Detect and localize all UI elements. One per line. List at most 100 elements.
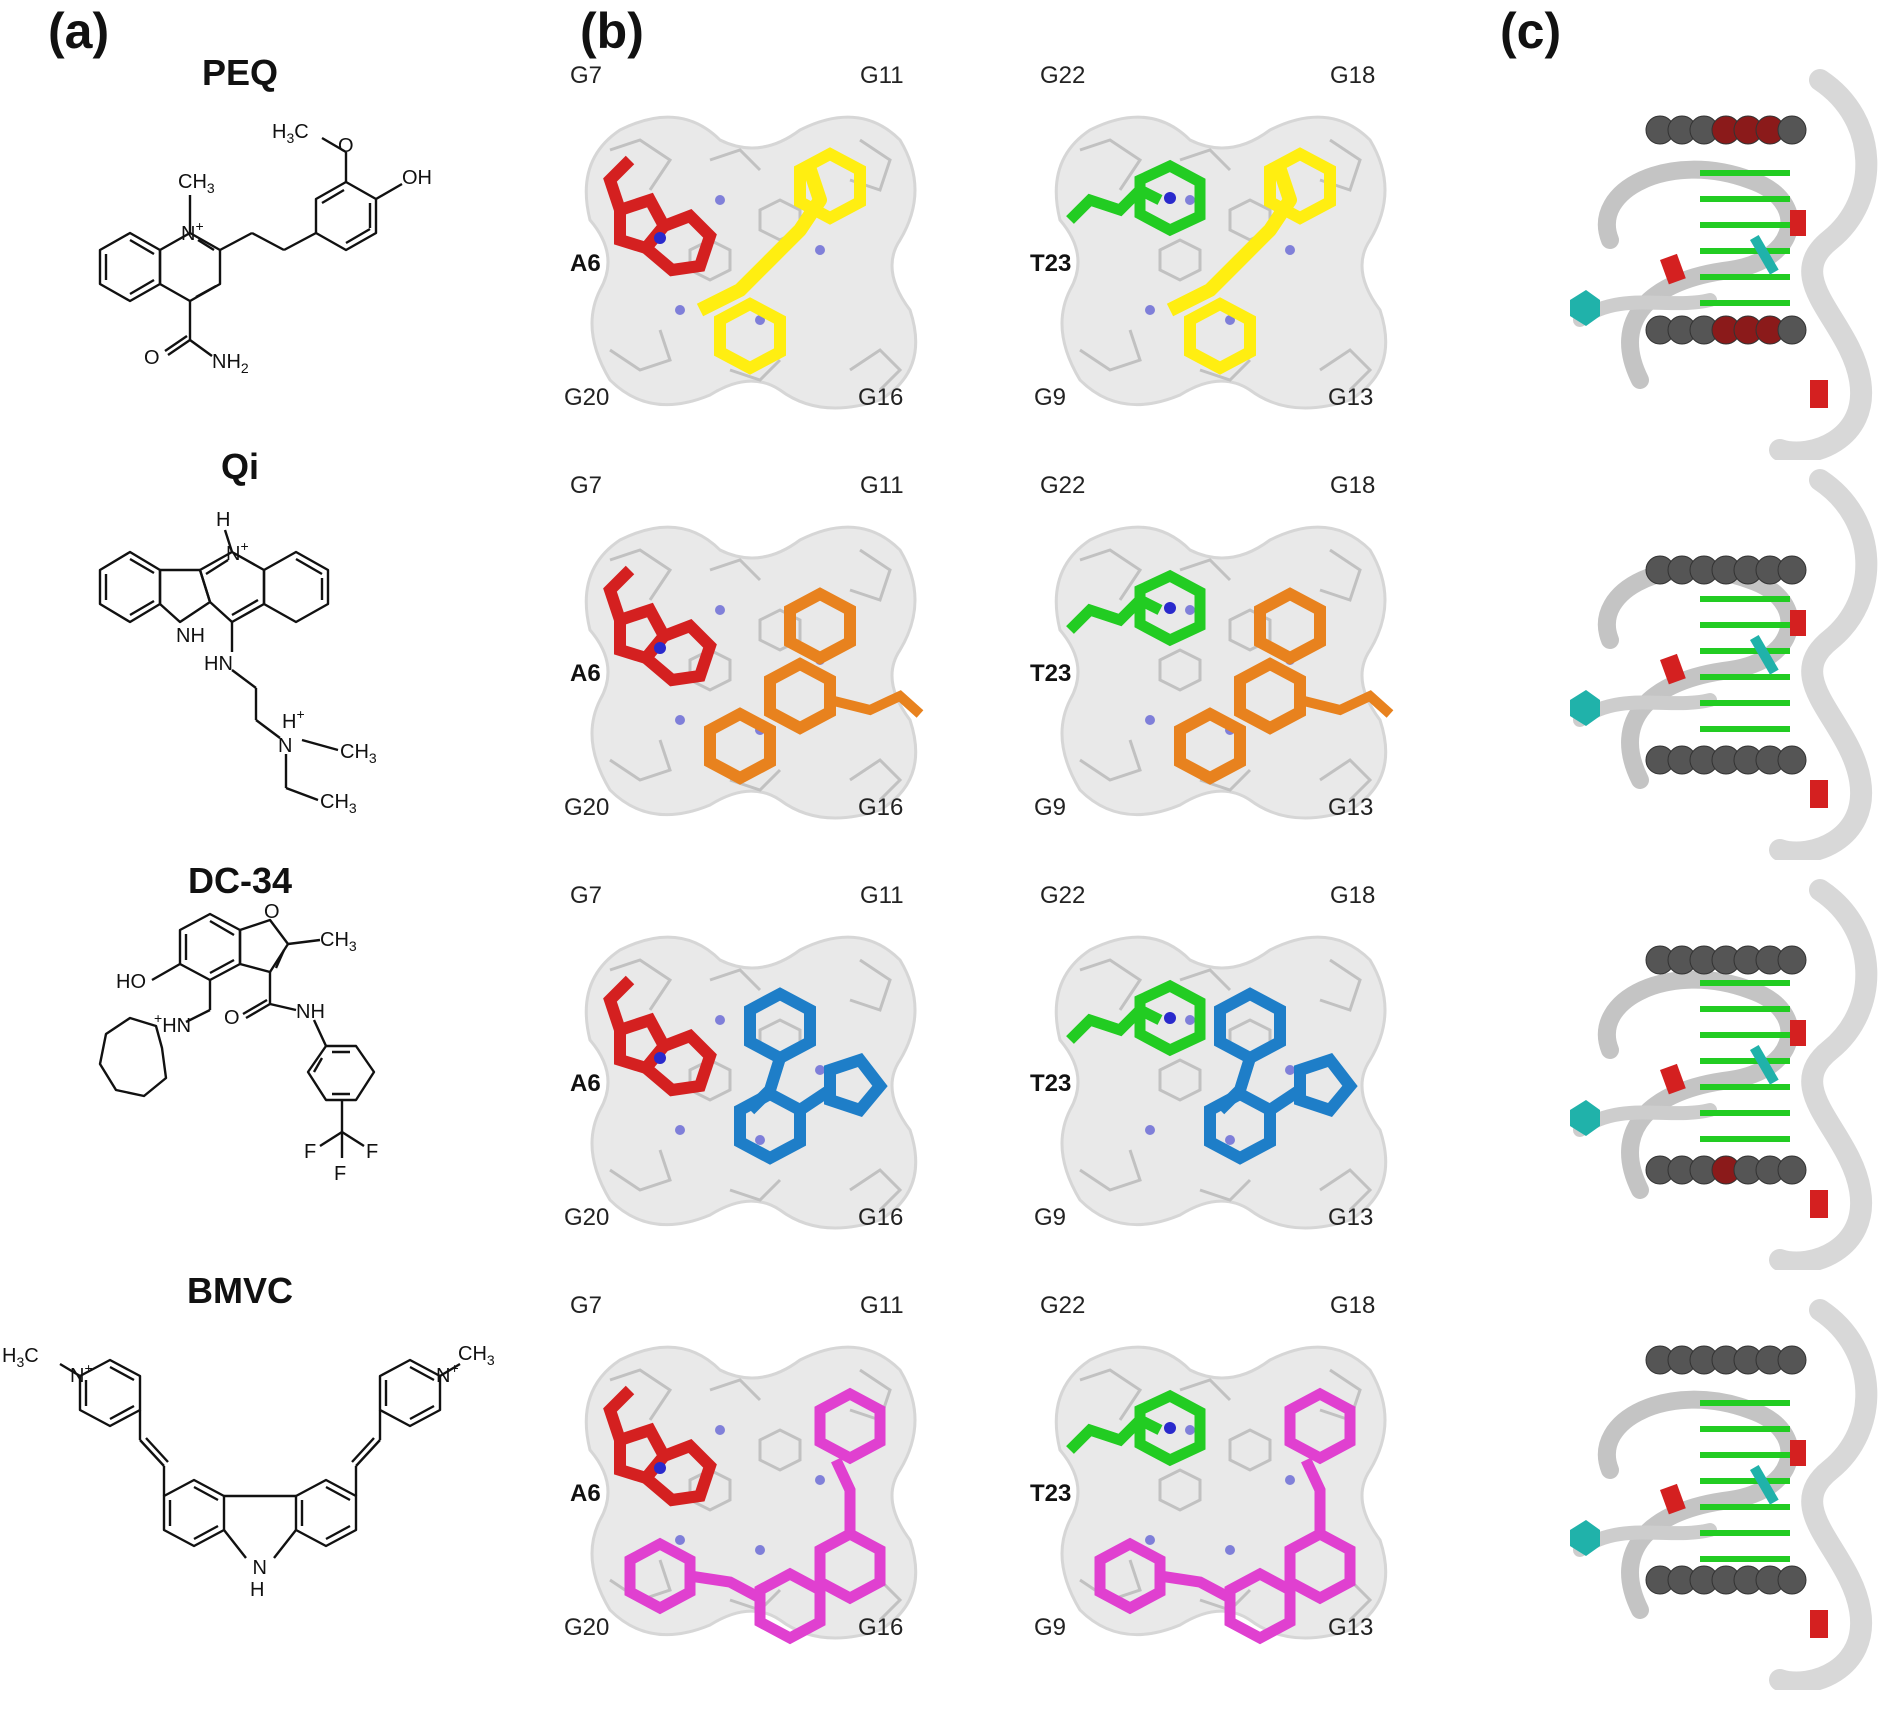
- site-label-tl: G22: [1040, 882, 1086, 909]
- qi-ch3-1: CH3: [340, 741, 377, 766]
- site-label-br: G13: [1328, 1204, 1374, 1231]
- site-label-tl: G22: [1040, 1292, 1086, 1319]
- molecule-name-dc34: DC-34: [187, 860, 293, 901]
- site-label-bl: G9: [1034, 384, 1067, 411]
- tetrad-stick-model: [1030, 500, 1410, 830]
- site-label-bl: G9: [1034, 794, 1067, 821]
- nucleotide-label: T23: [1030, 660, 1072, 687]
- dc34-fluorine-3: F: [334, 1163, 346, 1185]
- site-label-bl: G20: [564, 1204, 610, 1231]
- tetrad-stick-model: [1030, 90, 1410, 420]
- site-label-bl: G9: [1034, 1614, 1067, 1641]
- molecule-name-bmvc: BMVC: [187, 1270, 293, 1311]
- nucleotide-label: T23: [1030, 1480, 1072, 1507]
- qi-n-diethyl: N: [278, 735, 292, 757]
- dc34-fluorine-2: F: [366, 1141, 378, 1163]
- site-label-tr: G18: [1330, 1292, 1376, 1319]
- site-label-tl: G7: [570, 62, 603, 89]
- panel-label-a: (a): [48, 3, 110, 59]
- tetrad-stick-model: [1030, 1320, 1410, 1650]
- tetrad-stick-model: [560, 1320, 940, 1650]
- site-label-br: G13: [1328, 1614, 1374, 1641]
- bmvc-h3c: H3C: [2, 1345, 39, 1370]
- helix-model-row4: [1550, 1290, 1880, 1690]
- site-label-br: G16: [858, 1614, 904, 1641]
- helix-model-row2: [1550, 460, 1880, 860]
- site-label-bl: G9: [1034, 1204, 1067, 1231]
- qi-h: H: [216, 509, 230, 531]
- nucleotide-label: T23: [1030, 250, 1072, 277]
- site-label-bl: G20: [564, 794, 610, 821]
- peq-n-methyl: CH3: [178, 171, 215, 196]
- peq-methoxy-methyl: H3C: [272, 121, 309, 146]
- bmvc-ch3: CH3: [458, 1343, 495, 1368]
- panel-label-b: (b): [580, 3, 644, 59]
- dc34-ch3: CH3: [320, 929, 357, 954]
- peq-n-plus: N+: [181, 218, 204, 245]
- dc34-furan-o: O: [264, 901, 280, 923]
- structure-qi: H N+ NH HN H+ N CH3 CH3: [70, 490, 440, 830]
- site-label-tr: G11: [860, 1292, 904, 1319]
- site-label-br: G13: [1328, 384, 1374, 411]
- nucleotide-label: A6: [570, 1480, 601, 1507]
- dc34-fluorine-1: F: [304, 1141, 316, 1163]
- site-label-bl: G20: [564, 384, 610, 411]
- site-label-tl: G7: [570, 882, 603, 909]
- site-label-tr: G18: [1330, 62, 1376, 89]
- site-label-tl: G7: [570, 472, 603, 499]
- dc34-carbonyl-o: O: [224, 1007, 240, 1029]
- site-label-tr: G18: [1330, 882, 1376, 909]
- site-label-bl: G20: [564, 1614, 610, 1641]
- qi-indole-nh: NH: [176, 625, 205, 647]
- nucleotide-label: A6: [570, 250, 601, 277]
- structure-dc34-drawing: O CH3 HO +HN O NH F F F: [98, 901, 378, 1185]
- panel-label-c: (c): [1500, 3, 1562, 59]
- structure-dc34: O CH3 HO +HN O NH F F F: [70, 900, 440, 1250]
- peq-methoxy-o: O: [338, 135, 354, 157]
- site-label-tl: G7: [570, 1292, 603, 1319]
- dc34-hydroxyl: HO: [116, 971, 146, 993]
- helix-model-row3: [1550, 870, 1880, 1270]
- tetrad-stick-model: [560, 500, 940, 830]
- tetrad-stick-model: [560, 910, 940, 1240]
- qi-h-plus: H+: [282, 706, 305, 733]
- qi-hn: HN: [204, 653, 233, 675]
- helix-model-row1: [1550, 60, 1880, 460]
- site-label-br: G16: [858, 1204, 904, 1231]
- site-label-br: G13: [1328, 794, 1374, 821]
- molecule-name-peq: PEQ: [201, 52, 279, 93]
- nucleotide-label: A6: [570, 660, 601, 687]
- peq-amide-nh2: NH2: [212, 351, 249, 376]
- qi-ch3-2: CH3: [320, 791, 357, 816]
- dc34-hn-plus: +HN: [154, 1010, 191, 1037]
- tetrad-stick-model: [560, 90, 940, 420]
- site-label-br: G16: [858, 384, 904, 411]
- site-label-tr: G18: [1330, 472, 1376, 499]
- tetrad-stick-model: [1030, 910, 1410, 1240]
- site-label-tl: G22: [1040, 472, 1086, 499]
- structure-peq: CH3 N+ H3C O OH O NH2: [40, 100, 460, 400]
- site-label-br: G16: [858, 794, 904, 821]
- nucleotide-label: A6: [570, 1070, 601, 1097]
- bmvc-n-plus-left: N+: [70, 1360, 93, 1387]
- qi-n-plus: N+: [226, 538, 249, 565]
- molecule-name-qi: Qi: [220, 446, 259, 487]
- structure-qi-drawing: H N+ NH HN H+ N CH3 CH3: [98, 509, 377, 816]
- structure-peq-drawing: CH3 N+ H3C O OH O NH2: [98, 121, 432, 376]
- peq-carbonyl-o: O: [144, 347, 160, 369]
- site-label-tl: G22: [1040, 62, 1086, 89]
- bmvc-n-plus-right: N+: [436, 1360, 459, 1387]
- site-label-tr: G11: [860, 62, 904, 89]
- nucleotide-label: T23: [1030, 1070, 1072, 1097]
- dc34-amide-nh: NH: [296, 1001, 325, 1023]
